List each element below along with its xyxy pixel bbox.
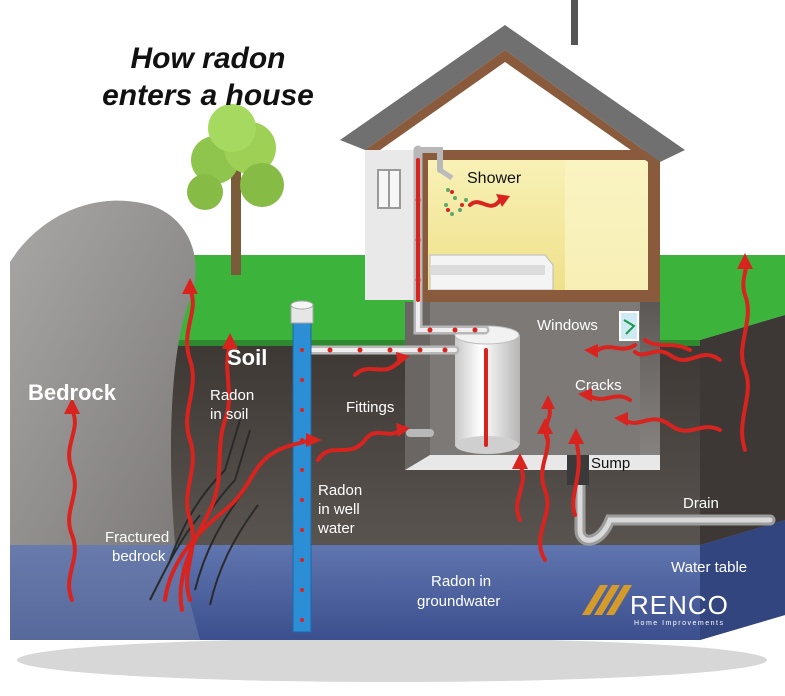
- label-fittings: Fittings: [346, 399, 394, 416]
- bedrock-underside: [10, 545, 200, 640]
- radon-arrow: [178, 343, 232, 612]
- radon-arrow: [593, 343, 637, 354]
- radon-arrow: [163, 438, 312, 602]
- ground-shadow: [17, 638, 767, 682]
- radon-arrow: [588, 394, 632, 402]
- label-drain: Drain: [683, 495, 719, 512]
- logo-name: RENCO: [630, 590, 729, 620]
- pipes: [295, 145, 776, 546]
- label-cracks: Cracks: [575, 377, 622, 394]
- radon-arrow: [353, 358, 402, 377]
- radon-arrow: [623, 417, 722, 433]
- bedrock-mound: [10, 200, 196, 545]
- radon-arrow: [316, 428, 402, 462]
- label-windows: Windows: [537, 317, 598, 334]
- chimney: [571, 0, 578, 45]
- tree: [187, 104, 284, 275]
- label-soil: Soil: [227, 345, 267, 370]
- label-water-table: Water table: [671, 559, 747, 576]
- radon-arrows: [67, 158, 750, 612]
- label-groundwater-1: Radon in: [431, 573, 491, 590]
- radon-arrow: [643, 338, 692, 352]
- label-fractured-2: bedrock: [112, 548, 166, 565]
- roof: [340, 25, 685, 162]
- radon-arrow: [538, 428, 550, 562]
- label-radon-well-3: water: [317, 520, 355, 537]
- logo-tagline: Home Improvements: [634, 620, 724, 627]
- radon-dots: [327, 197, 478, 353]
- radon-arrow: [67, 408, 77, 602]
- label-groundwater-2: groundwater: [417, 593, 500, 610]
- radon-arrow: [740, 263, 750, 452]
- radon-arrow: [571, 438, 581, 517]
- label-shower: Shower: [467, 170, 522, 187]
- radon-arrow: [515, 463, 525, 522]
- renco-logo-mark: [582, 585, 632, 615]
- title-line-2: enters a house: [102, 79, 314, 112]
- well: [290, 300, 314, 633]
- radon-arrow: [468, 198, 502, 208]
- basement-window: [619, 311, 639, 341]
- label-radon-well-1: Radon: [318, 482, 362, 499]
- house: [340, 0, 685, 302]
- radon-arrow: [633, 349, 722, 362]
- label-fractured-1: Fractured: [105, 529, 169, 546]
- label-radon-in-soil-1: Radon: [210, 387, 254, 404]
- renco-logo: RENCO Home Improvements: [582, 585, 729, 627]
- label-radon-well-2: in well: [318, 501, 360, 518]
- label-sump: Sump: [591, 455, 630, 472]
- shower-head: [438, 167, 468, 216]
- label-bedrock: Bedrock: [28, 380, 117, 405]
- title-line-1: How radon: [131, 42, 286, 75]
- radon-arrowheads: [64, 194, 753, 469]
- water-layer-side: [700, 520, 785, 640]
- label-radon-in-soil-2: in soil: [210, 406, 248, 423]
